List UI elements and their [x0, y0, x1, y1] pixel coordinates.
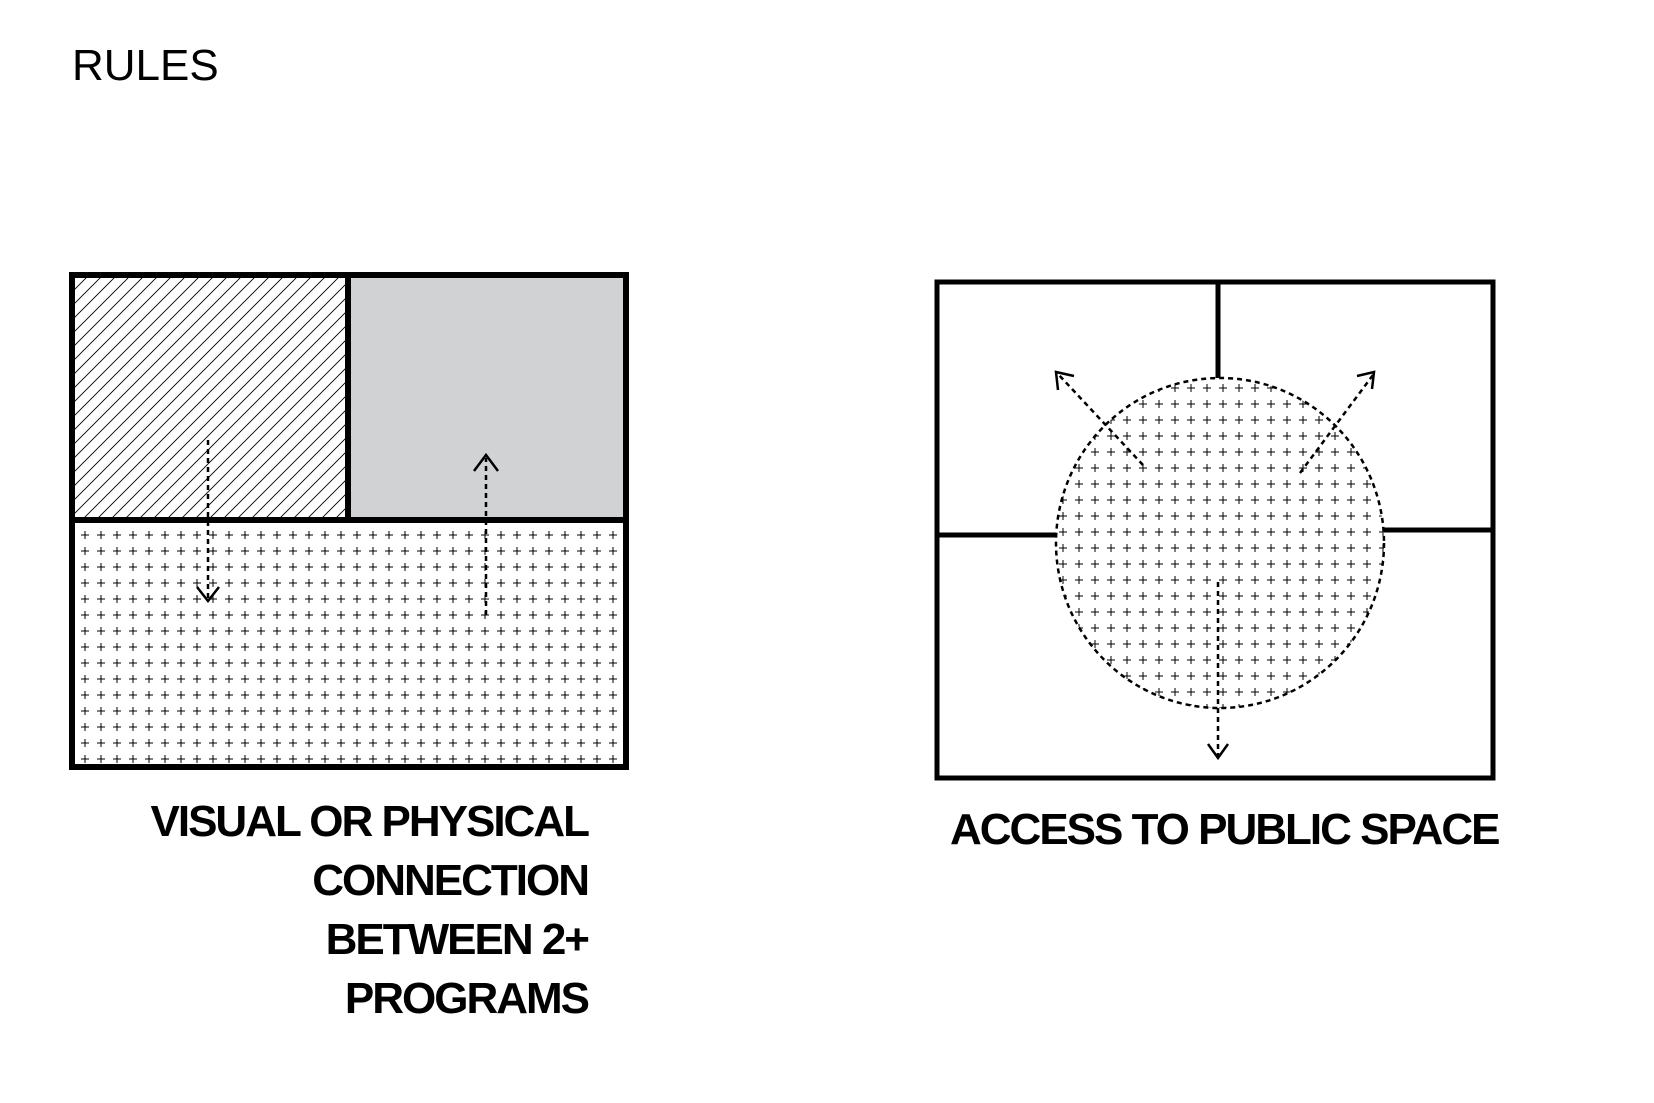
dashed-arrow-down-icon: [196, 440, 220, 604]
dashed-arrow-outward-icon: [1054, 370, 1376, 761]
connection-caption: VISUAL OR PHYSICAL CONNECTION BETWEEN 2+…: [150, 792, 590, 1028]
gray-program-block: [348, 276, 624, 520]
connection-diagram: [69, 272, 629, 770]
hatched-program-block: [73, 276, 348, 520]
connection-caption-line-2: CONNECTION: [312, 856, 590, 905]
dashed-arrow-up-icon: [473, 452, 499, 615]
dotted-program-block: [73, 520, 624, 764]
public-space-circle: [1054, 376, 1386, 710]
public-space-caption: ACCESS TO PUBLIC SPACE: [950, 805, 1500, 854]
public-space-diagram: [934, 279, 1496, 781]
page-title: RULES: [72, 41, 219, 90]
connection-caption-line-3: BETWEEN 2+: [325, 915, 590, 964]
connection-caption-line-1: VISUAL OR PHYSICAL: [150, 797, 590, 846]
connection-caption-line-4: PROGRAMS: [344, 974, 590, 1023]
